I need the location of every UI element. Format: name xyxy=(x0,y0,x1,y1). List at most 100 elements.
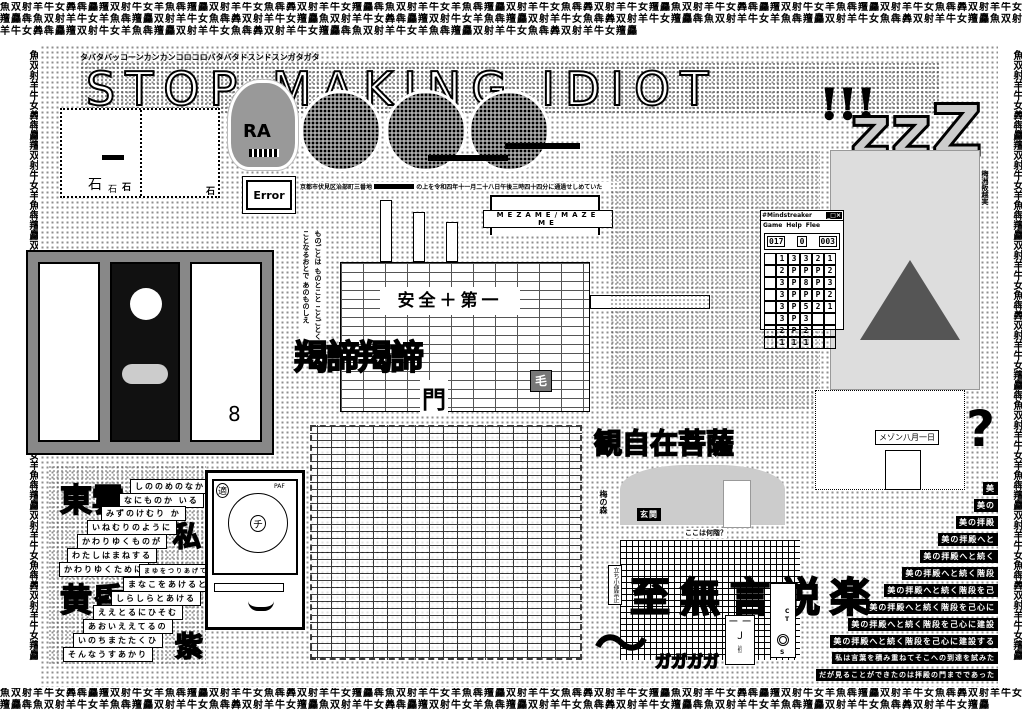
minesweeper-cell[interactable] xyxy=(764,253,776,265)
skull-label: RA xyxy=(243,121,271,142)
katakana-strip: タバタバッコーンカンカンコロコロバタバタドスンドスンガタガタ xyxy=(80,53,320,62)
border-glyphs: 魚双射羊牛女羴犇麤羶双射牛女羊魚犇羶麤双射羊牛女魚犇羴双射羊牛女羶麤犇魚双射羊牛… xyxy=(0,688,671,699)
pachinko-board: チ xyxy=(228,493,288,553)
poem-line: まゆをつりあげて xyxy=(139,564,214,577)
minesweeper-cell[interactable] xyxy=(824,313,836,325)
minesweeper-cell[interactable] xyxy=(764,277,776,289)
poem-line: かわりゆくものが xyxy=(77,534,167,549)
minesweeper-cell[interactable] xyxy=(764,301,776,313)
minesweeper-cell[interactable]: 2 xyxy=(812,253,824,265)
poem-line: あおいええてるの xyxy=(83,619,173,634)
factory-sign: 安全＋第一 xyxy=(380,287,520,315)
minesweeper-cell[interactable]: 1 xyxy=(788,337,800,349)
minesweeper-cell[interactable]: 1 xyxy=(776,253,788,265)
minesweeper-cell[interactable]: P xyxy=(788,277,800,289)
minesweeper-cell[interactable]: P xyxy=(812,265,824,277)
minesweeper-cell[interactable] xyxy=(764,325,776,337)
minesweeper-cell[interactable]: 3 xyxy=(800,313,812,325)
minesweeper-cell[interactable]: 2 xyxy=(776,265,788,277)
menu-help[interactable]: Help xyxy=(786,222,802,229)
window-controls[interactable]: _□× xyxy=(826,212,842,219)
stair-line: 美の拝殿へと続く階段を己心に建設 xyxy=(848,618,998,631)
minesweeper-cell[interactable]: 5 xyxy=(800,301,812,313)
skull-teeth xyxy=(249,149,279,157)
minesweeper-cell[interactable]: 8 xyxy=(800,277,812,289)
stair-line: 私は言葉を積み重ねてそこへの到達を試みた xyxy=(832,652,998,664)
minesweeper-cell[interactable] xyxy=(824,325,836,337)
tv-brand: PAF xyxy=(274,483,285,490)
minesweeper-cell[interactable]: 3 xyxy=(776,313,788,325)
apartment-door[interactable] xyxy=(885,450,921,490)
minesweeper-cell[interactable]: 2 xyxy=(812,301,824,313)
stair-line: 美の xyxy=(974,499,998,512)
minesweeper-cell[interactable]: P xyxy=(788,325,800,337)
minesweeper-cell[interactable]: 2 xyxy=(824,265,836,277)
thermo-s: S xyxy=(780,649,785,656)
poem-line: しらしらとあける xyxy=(111,591,201,606)
minesweeper-cell[interactable] xyxy=(812,325,824,337)
minesweeper-cell[interactable]: 2 xyxy=(776,325,788,337)
poem-line: ええとるにひそむ xyxy=(93,605,183,620)
face-button[interactable]: 0 xyxy=(796,236,808,247)
minesweeper-cell[interactable]: 3 xyxy=(788,253,800,265)
minesweeper-cell[interactable]: 3 xyxy=(776,289,788,301)
right-vertical-text: 梅洲阪越実 xyxy=(981,170,989,205)
stair-line: 美の拝殿 xyxy=(956,516,998,529)
timer: 003 xyxy=(818,236,837,247)
poem-line: そんなうすあかり xyxy=(63,647,153,662)
forest-label: 梅の森 xyxy=(598,490,609,514)
menu-flee[interactable]: Flee xyxy=(805,222,821,229)
border-glyphs: 魚双射羊牛女羴犇麤羶双射牛女羊魚犇羶麤双射羊牛女魚犇羴双射羊牛女羶麤犇魚双射羊牛… xyxy=(0,2,1023,25)
minesweeper-cell[interactable]: P xyxy=(788,313,800,325)
minesweeper-cell[interactable] xyxy=(812,337,824,349)
aquarium: 石 石 石 石 xyxy=(60,108,220,198)
minesweeper-cell[interactable] xyxy=(812,313,824,325)
menu-game[interactable]: Game xyxy=(763,222,783,229)
minesweeper-cell[interactable]: 3 xyxy=(824,277,836,289)
center-tile: 毛 xyxy=(530,370,552,392)
side-vertical-text: ものごとは ものとこと ことごとく ことなるおとで あのものしえ xyxy=(300,230,324,340)
address-before: 京都市伏見区治部町三番地 xyxy=(300,184,373,191)
stone: 石 xyxy=(108,185,118,195)
minesweeper-cell[interactable]: P xyxy=(788,289,800,301)
minesweeper-cell[interactable]: 3 xyxy=(776,277,788,289)
minesweeper-cell[interactable]: P xyxy=(812,277,824,289)
minesweeper-cell[interactable]: 3 xyxy=(800,253,812,265)
address-after: の上を令和四年十一月二十八日午後三時四十四分に通過せしめていた xyxy=(416,184,603,191)
minesweeper-cell[interactable]: 1 xyxy=(824,301,836,313)
minesweeper-cell[interactable]: 2 xyxy=(824,289,836,301)
minesweeper-cell[interactable] xyxy=(824,337,836,349)
minesweeper-cell[interactable] xyxy=(764,289,776,301)
minesweeper-cell[interactable]: P xyxy=(800,289,812,301)
minesweeper-cell[interactable]: 3 xyxy=(776,301,788,313)
redaction-bar xyxy=(505,143,580,149)
tv-smile xyxy=(248,601,274,611)
minesweeper-cell[interactable] xyxy=(764,313,776,325)
error-box: Error xyxy=(246,180,292,210)
minesweeper-cell[interactable] xyxy=(764,337,776,349)
minesweeper-cell[interactable]: 1 xyxy=(824,253,836,265)
stair-text-block: 美 美の 美の拝殿 美の拝殿へと 美の拝殿へと続く 美の拝殿へと続く階段 美の拝… xyxy=(790,482,998,687)
minesweeper-cell[interactable]: 2 xyxy=(800,325,812,337)
no-urination-sign: 立ち小便禁止 xyxy=(608,565,622,605)
minesweeper-cell[interactable]: P xyxy=(788,265,800,277)
border-glyphs: 魚双射羊牛女羴犇麤羶双射牛女羊魚犇羶麤双射羊牛女魚犇羴双射羊牛女羶麤犇魚双射羊牛… xyxy=(1011,50,1022,660)
stair-line: 美の拝殿へと続く階段を己心に xyxy=(866,601,998,614)
stair-line: だが見ることができたのは拝殿の門までであった xyxy=(816,669,998,681)
chimney xyxy=(380,200,392,262)
thermo-c: C xyxy=(785,608,790,615)
stair-line: 美の拝殿へと xyxy=(938,533,998,546)
minesweeper-cell[interactable]: P xyxy=(800,265,812,277)
mine-counter: 017 xyxy=(767,236,786,247)
minesweeper-cell[interactable]: P xyxy=(788,301,800,313)
tv-slider[interactable] xyxy=(214,583,284,592)
border-glyphs: 魚双射羊牛女羴犇麤羶双射牛女羊魚犇羶麤双射羊牛女魚犇羴双射羊牛女羶麤犇魚双射羊牛… xyxy=(0,14,1023,37)
minesweeper-cell[interactable]: P xyxy=(812,289,824,301)
window-panel: 8 xyxy=(26,250,274,455)
poem-line: わたしはまねする xyxy=(67,548,157,563)
window-right: 8 xyxy=(190,262,262,442)
minesweeper-cell[interactable]: 1 xyxy=(800,337,812,349)
minesweeper-cell[interactable] xyxy=(764,265,776,277)
door[interactable] xyxy=(723,480,751,528)
minesweeper-cell[interactable]: 1 xyxy=(776,337,788,349)
